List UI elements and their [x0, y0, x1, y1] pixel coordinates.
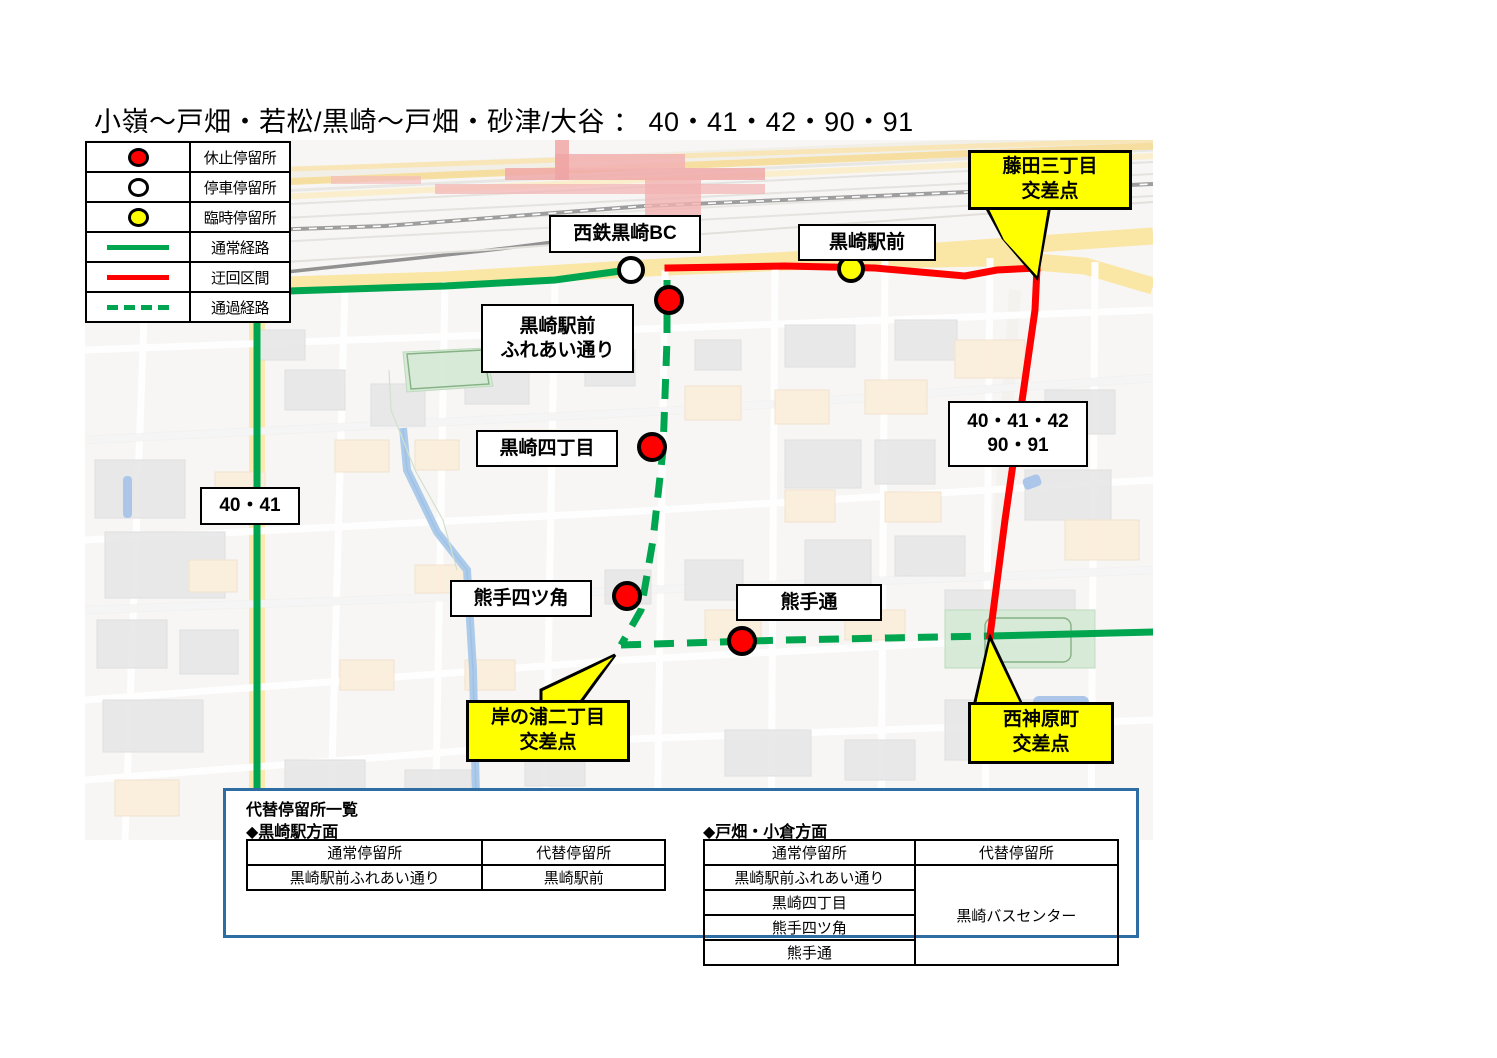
table-row: 熊手通 [703, 939, 1118, 966]
label-line: 西鉄黒崎BC [573, 223, 677, 245]
column-header-normal-stop: 通常停留所 [245, 839, 484, 866]
label-line: 熊手四ツ角 [473, 587, 569, 609]
stop-marker-kumade-yotsukado[interactable] [612, 581, 642, 611]
normal-stop-cell: 熊手通 [703, 939, 916, 966]
red-filled-circle-icon [87, 143, 191, 171]
table-header-row: 通常停留所 代替停留所 [245, 839, 666, 866]
label-line: 黒崎駅前 [828, 231, 905, 253]
alternate-stops-panel: 代替停留所一覧 ◆黒崎駅方面 通常停留所 代替停留所 黒崎駅前ふれあい通り 黒崎… [223, 788, 1139, 966]
table-row: 黒崎四丁目 [703, 889, 1118, 916]
map-label-kurosaki-ekimae-fureai: 黒崎駅前 ふれあい通り [481, 304, 634, 373]
table-toward-tobata-kokura: 通常停留所 代替停留所 黒崎駅前ふれあい通り 黒崎バスセンター 黒崎四丁目 熊手… [703, 839, 1120, 966]
stop-marker-nishitetsu-kurosaki-bc[interactable] [617, 256, 645, 284]
callout-line: 岸の浦二丁目 [490, 707, 605, 729]
normal-stop-cell: 黒崎四丁目 [703, 889, 916, 916]
label-line: 90・91 [987, 435, 1049, 456]
white-filled-circle-icon [87, 173, 191, 201]
callout-box: 藤田三丁目 交差点 [968, 150, 1132, 210]
legend-row-served-stop: 停車停留所 [87, 173, 289, 203]
column-header-alternate-stop: 代替停留所 [913, 839, 1120, 866]
yellow-filled-circle-icon [87, 203, 191, 231]
label-line: 熊手通 [780, 591, 838, 613]
table-header-row: 通常停留所 代替停留所 [703, 839, 1120, 866]
section-heading-toward-kurosaki-station: ◆黒崎駅方面 [246, 824, 339, 841]
alternate-stop-cell: 黒崎バスセンター [913, 864, 1120, 966]
map-label-nishitetsu-kurosaki-bc: 西鉄黒崎BC [549, 215, 701, 253]
label-line: 40・41・42 [967, 411, 1069, 433]
map-label-kumade-dori: 熊手通 [736, 584, 882, 621]
station-platform [185, 140, 765, 317]
stop-marker-kurosaki-ekimae-fureai[interactable] [654, 285, 684, 315]
legend-label: 迂回区間 [210, 269, 270, 287]
legend-label: 通過経路 [210, 299, 270, 317]
map-label-route-40-41-42-90-91: 40・41・42 90・91 [948, 401, 1088, 467]
legend-row-detour-section: 迂回区間 [87, 263, 289, 293]
map-label-kumade-yotsukado: 熊手四ツ角 [450, 580, 592, 617]
normal-route-line [253, 266, 1153, 840]
green-dashed-line-icon [87, 293, 191, 321]
section-heading-toward-tobata-kokura: ◆戸畑・小倉方面 [703, 824, 828, 841]
table-row: 熊手四ツ角 [703, 914, 1118, 941]
label-line: 黒崎四丁目 [499, 437, 595, 459]
legend-label: 臨時停留所 [203, 209, 277, 227]
legend-label: 停車停留所 [203, 179, 277, 197]
label-line: 黒崎駅前 [519, 315, 596, 337]
legend-label: 休止停留所 [203, 149, 277, 167]
normal-stop-cell: 黒崎駅前ふれあい通り [703, 864, 916, 891]
callout-line: 交差点 [1012, 734, 1070, 755]
map-label-kurosaki-ekimae: 黒崎駅前 [798, 224, 936, 261]
normal-stop-cell: 黒崎駅前ふれあい通り [245, 864, 484, 891]
callout-line: 藤田三丁目 [1002, 156, 1098, 178]
callout-line: 西神原町 [1002, 709, 1079, 731]
normal-stop-cell: 熊手四ツ角 [703, 914, 916, 941]
callout-line: 交差点 [1021, 181, 1079, 202]
alternate-stop-cell: 黒崎駅前 [481, 864, 666, 891]
legend-row-pass-route: 通過経路 [87, 293, 289, 323]
table-row: 黒崎駅前ふれあい通り 黒崎駅前 [245, 864, 666, 891]
map-legend: 休止停留所 停車停留所 臨時停留所 通常経路 迂回区間 通過経路 [85, 141, 291, 323]
label-line: ふれあい通り [500, 339, 615, 361]
green-solid-line-icon [87, 233, 191, 261]
legend-row-normal-route: 通常経路 [87, 233, 289, 263]
red-solid-line-icon [87, 263, 191, 291]
table-row: 黒崎駅前ふれあい通り 黒崎バスセンター [703, 864, 1120, 966]
legend-label: 通常経路 [210, 239, 270, 257]
callout-box: 岸の浦二丁目 交差点 [466, 700, 630, 762]
table-toward-kurosaki-station: 通常停留所 代替停留所 黒崎駅前ふれあい通り 黒崎駅前 [245, 839, 666, 891]
stop-marker-kurosaki-yonchome[interactable] [637, 432, 667, 462]
column-header-alternate-stop: 代替停留所 [481, 839, 666, 866]
callout-box: 西神原町 交差点 [968, 702, 1114, 764]
stop-marker-kumade-dori[interactable] [727, 626, 757, 656]
column-header-normal-stop: 通常停留所 [703, 839, 916, 866]
label-line: 40・41 [219, 495, 281, 517]
legend-row-temporary-stop: 臨時停留所 [87, 203, 289, 233]
map-label-kurosaki-yonchome: 黒崎四丁目 [476, 430, 618, 467]
pass-route-line [617, 280, 991, 649]
legend-row-suspended-stop: 休止停留所 [87, 143, 289, 173]
page-title: 小嶺～戸畑・若松/黒崎～戸畑・砂津/大谷 ： 40・41・42・90・91 [94, 107, 914, 137]
callout-line: 交差点 [519, 732, 577, 753]
map-label-route-40-41: 40・41 [200, 487, 300, 525]
panel-heading: 代替停留所一覧 [246, 802, 359, 819]
